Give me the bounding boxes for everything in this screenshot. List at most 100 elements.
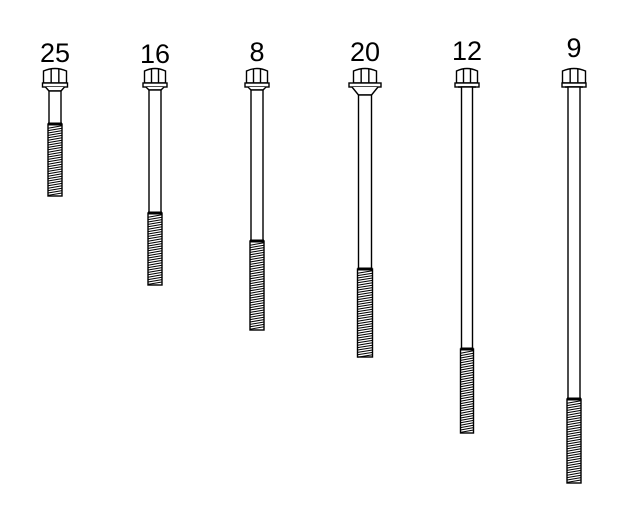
thread-line [47,187,63,192]
thread-line [566,436,582,440]
thread-line [566,457,582,462]
thread-line [147,264,163,269]
thread-line [566,421,582,426]
thread-line [47,175,63,180]
thread-line [147,276,163,281]
thread-line [147,214,163,218]
bolt: 25 [40,38,70,197]
thread-line [147,255,163,259]
thread-line [566,412,582,416]
thread-line [147,228,163,233]
thread-line [566,414,582,419]
thread-line [47,180,63,184]
thread-line [249,259,265,263]
thread-line [566,417,582,421]
thread-line [147,271,163,276]
thread-line [47,156,63,160]
thread-line [566,402,582,407]
thread-line [460,367,474,371]
thread-line [357,282,373,286]
thread-line [147,231,163,235]
thread-line [147,274,163,278]
thread-line [47,151,63,156]
bolt-shaft [567,86,581,400]
bolt: 20 [348,37,382,358]
thread-line [47,139,63,144]
thread-line [249,307,265,311]
thread-line [147,223,163,228]
thread-line [47,190,63,194]
thread-line [357,289,373,293]
thread-line [249,266,265,270]
thread-line [249,283,265,287]
thread-line [147,245,163,249]
thread-line [566,453,582,457]
thread-line [249,297,265,301]
thread-line [566,429,582,433]
thread-line [460,379,474,383]
thread-line [47,132,63,136]
thread-line [357,315,373,320]
thread-line [249,271,265,275]
bolt-size-label: 25 [40,38,70,68]
thread-line [47,137,63,141]
thread-line [566,441,582,445]
thread-line [357,306,373,310]
bolt: 16 [140,39,170,286]
thread-line [357,279,373,284]
thread-hatching [566,400,582,483]
thread-line [357,296,373,301]
bolt-size-label: 8 [249,37,264,67]
bolt-size-label: 16 [140,39,170,69]
thread-line [357,325,373,329]
thread-line [460,410,474,414]
thread-line [249,285,265,289]
thread-line [47,185,63,189]
thread-line [249,311,265,316]
thread-line [566,405,582,409]
thread-line [460,364,474,369]
thread-line [357,299,373,303]
thread-line [249,249,265,253]
thread-line [460,357,474,361]
thread-line [249,278,265,282]
thread-line [357,303,373,308]
thread-line [47,154,63,158]
thread-line [460,386,474,390]
thread-line [460,388,474,393]
thread-line [566,455,582,459]
thread-line [47,127,63,132]
thread-line [460,398,474,402]
thread-line [357,284,373,289]
thread-line [147,262,163,266]
thread-line [460,355,474,359]
thread-line [249,290,265,294]
thread-line [147,252,163,257]
thread-line [249,299,265,304]
thread-line [249,268,265,273]
bolt-head [143,67,167,84]
thread-line [47,170,63,175]
thread-line [460,359,474,364]
thread-line [47,144,63,148]
thread-line [357,349,373,353]
thread-hatching [47,125,63,196]
thread-line [357,342,373,346]
bolt-size-label: 12 [452,36,482,66]
thread-line [249,273,265,277]
thread-line [147,279,163,283]
thread-line [357,347,373,351]
thread-line [147,216,163,221]
thread-hatching [147,214,163,285]
thread-line [147,240,163,245]
bolt-shaft [148,89,162,214]
thread-line [566,450,582,455]
thread-line [357,351,373,356]
bolt-neck [351,86,379,96]
thread-line [460,391,474,395]
thread-line [357,318,373,322]
thread-hatching [249,242,265,330]
thread-line [47,173,63,177]
thread-line [249,321,265,325]
